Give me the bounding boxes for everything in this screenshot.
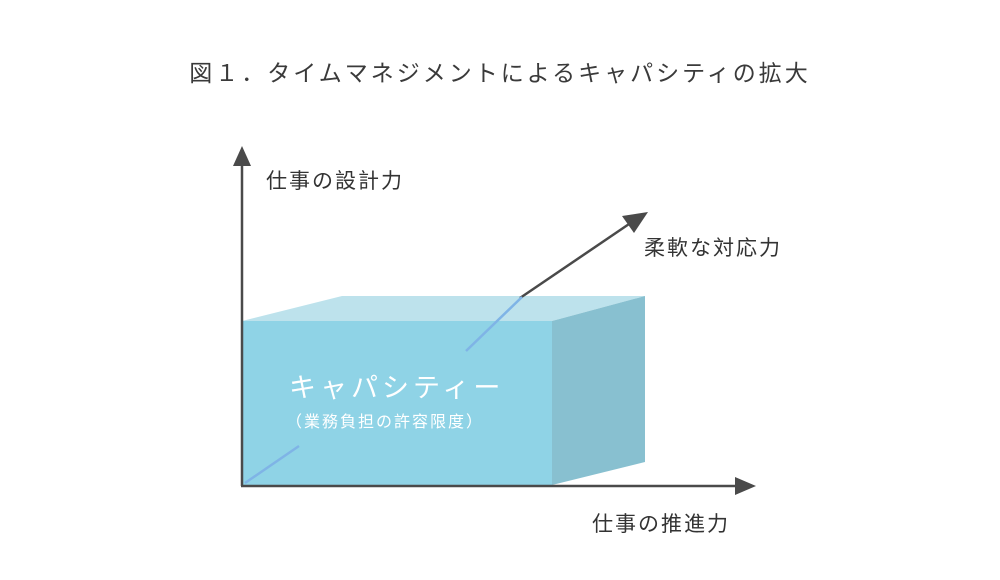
diagonal-inside-top-segment xyxy=(465,296,523,352)
diagonal-label: 柔軟な対応力 xyxy=(636,232,792,268)
capacity-label: キャパシティー xyxy=(289,373,505,404)
x-axis-arrow-head-icon xyxy=(735,477,756,495)
capacity-box-front xyxy=(242,321,552,485)
x-axis-label: 仕事の推進力 xyxy=(584,508,740,544)
diagonal-arrow-head-icon xyxy=(622,212,648,233)
y-axis-label: 仕事の設計力 xyxy=(258,165,414,201)
diagonal-arrow-line xyxy=(519,220,633,300)
y-axis-arrow-head-icon xyxy=(233,146,251,166)
capacity-sublabel: （業務負担の許容限度） xyxy=(286,412,485,431)
capacity-box-top xyxy=(242,296,645,321)
diagonal-inside-bottom-segment xyxy=(244,444,300,485)
capacity-box-side xyxy=(552,296,645,485)
figure-title: 図１．タイムマネジメントによるキャパシティの拡大 xyxy=(189,61,811,87)
